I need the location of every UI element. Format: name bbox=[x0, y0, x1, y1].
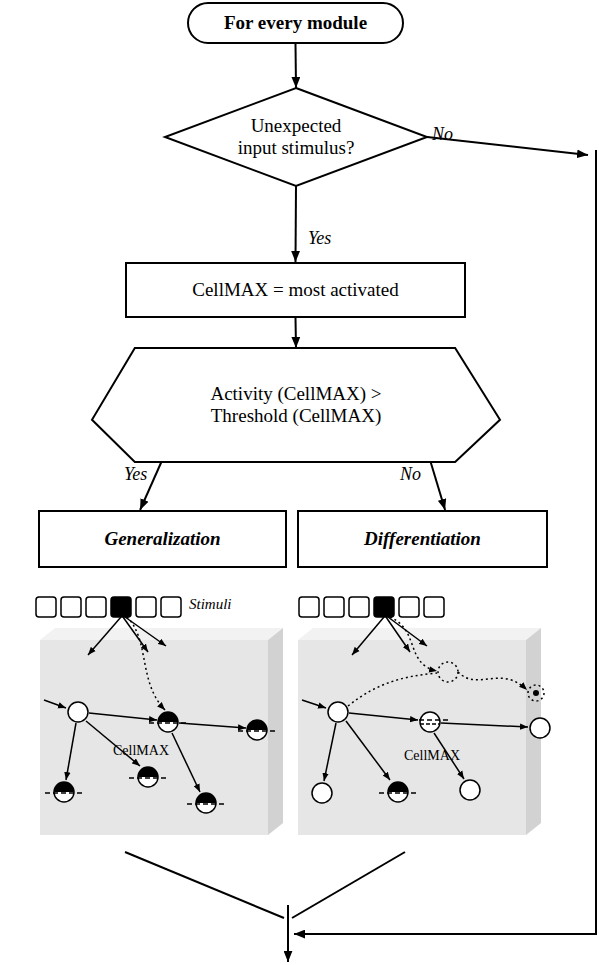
stimulus-square bbox=[299, 597, 319, 617]
cell-link bbox=[441, 723, 528, 727]
active-stimulus bbox=[374, 597, 394, 617]
max-cell bbox=[411, 712, 449, 732]
node-text: Differentiation bbox=[364, 528, 481, 550]
module-box bbox=[40, 628, 283, 835]
flow-arrow bbox=[295, 318, 298, 348]
cell bbox=[68, 702, 88, 722]
generalization-box: Generalization bbox=[38, 510, 287, 568]
flow-arrow bbox=[295, 44, 298, 88]
stimulus-square bbox=[349, 597, 369, 617]
cell-link bbox=[349, 713, 418, 720]
flow-arrow bbox=[295, 186, 298, 262]
active-cell bbox=[379, 782, 417, 802]
active-cell bbox=[238, 720, 276, 740]
cell-label: CellMAX bbox=[113, 743, 169, 759]
cell-link bbox=[324, 723, 336, 781]
active-cell bbox=[149, 712, 187, 732]
box-top bbox=[298, 628, 541, 640]
edge-label: No bbox=[400, 464, 421, 485]
stimulus-link bbox=[123, 617, 148, 652]
cell-link bbox=[179, 723, 246, 728]
node-text: For every module bbox=[224, 12, 367, 34]
decision-diamond-shape bbox=[165, 88, 427, 186]
dotted-link bbox=[127, 617, 165, 710]
cell-link bbox=[66, 723, 76, 780]
branch-label: No bbox=[432, 124, 453, 145]
network-links bbox=[302, 617, 544, 781]
exit-arrow bbox=[287, 905, 289, 962]
text-wrap: Activity (CellMAX) > Threshold (CellMAX) bbox=[92, 348, 500, 462]
cell-link bbox=[89, 713, 157, 720]
network-links bbox=[44, 617, 246, 792]
stimuli-row bbox=[36, 597, 181, 617]
module-box bbox=[298, 628, 541, 835]
cell bbox=[328, 702, 348, 722]
node-text: Generalization bbox=[104, 528, 220, 550]
node-text: CellMAX = most activated bbox=[192, 279, 399, 301]
stimulus-link bbox=[88, 617, 121, 655]
box-front bbox=[40, 640, 268, 835]
stimulus-square bbox=[136, 597, 156, 617]
text-wrap: Unexpected input stimulus? bbox=[165, 88, 427, 186]
new-cell bbox=[438, 662, 458, 682]
stimulus-link bbox=[386, 617, 410, 652]
input-link bbox=[302, 700, 326, 708]
condition-hexagon-shape bbox=[92, 348, 500, 462]
condition-hexagon: Activity (CellMAX) > Threshold (CellMAX) bbox=[92, 348, 500, 462]
input-link bbox=[44, 700, 66, 708]
dotted-link bbox=[458, 672, 527, 690]
no-branch-line bbox=[294, 137, 596, 934]
node-text: Activity (CellMAX) > Threshold (CellMAX) bbox=[204, 383, 388, 427]
node-text: Unexpected input stimulus? bbox=[230, 115, 362, 159]
cell bbox=[530, 718, 550, 738]
dotted-link bbox=[348, 673, 437, 706]
text-wrap: Generalization bbox=[40, 512, 285, 566]
text-wrap: CellMAX = most activated bbox=[127, 264, 464, 316]
active-cell bbox=[187, 793, 225, 813]
cell-label: CellMAX bbox=[404, 748, 460, 764]
active-stimulus bbox=[111, 597, 131, 617]
cell-link bbox=[172, 733, 200, 792]
stimulus-link bbox=[388, 617, 427, 646]
cell-link bbox=[346, 721, 390, 780]
stimulus-square bbox=[86, 597, 106, 617]
active-cell bbox=[129, 767, 167, 787]
new-cell bbox=[528, 685, 544, 701]
merge-line bbox=[125, 852, 284, 918]
stimulus-square bbox=[61, 597, 81, 617]
box-front bbox=[298, 640, 526, 835]
cell bbox=[312, 783, 332, 803]
edge-label: Yes bbox=[308, 228, 331, 249]
process-box: CellMAX = most activated bbox=[125, 262, 466, 318]
new-cell-core bbox=[533, 690, 539, 696]
stimulus-square bbox=[399, 597, 419, 617]
dotted-link bbox=[390, 617, 437, 671]
merge-line bbox=[292, 852, 405, 918]
stimuli-row bbox=[299, 597, 444, 617]
stimulus-square bbox=[324, 597, 344, 617]
decision-diamond: Unexpected input stimulus? bbox=[165, 88, 427, 186]
stimuli-label: Stimuli bbox=[189, 596, 232, 613]
active-cell bbox=[45, 782, 83, 802]
stimulus-link bbox=[352, 617, 384, 655]
box-top bbox=[40, 628, 283, 640]
differentiation-box: Differentiation bbox=[297, 510, 548, 568]
stimulus-square bbox=[161, 597, 181, 617]
text-wrap: Differentiation bbox=[299, 512, 546, 566]
stimulus-square bbox=[36, 597, 56, 617]
merge-lines bbox=[125, 852, 405, 962]
edge-label: Yes bbox=[124, 464, 147, 485]
cell bbox=[460, 780, 480, 800]
text-wrap: For every module bbox=[189, 4, 402, 42]
start-terminal: For every module bbox=[187, 2, 404, 44]
flow-arrow bbox=[431, 462, 445, 510]
stimulus-square bbox=[424, 597, 444, 617]
